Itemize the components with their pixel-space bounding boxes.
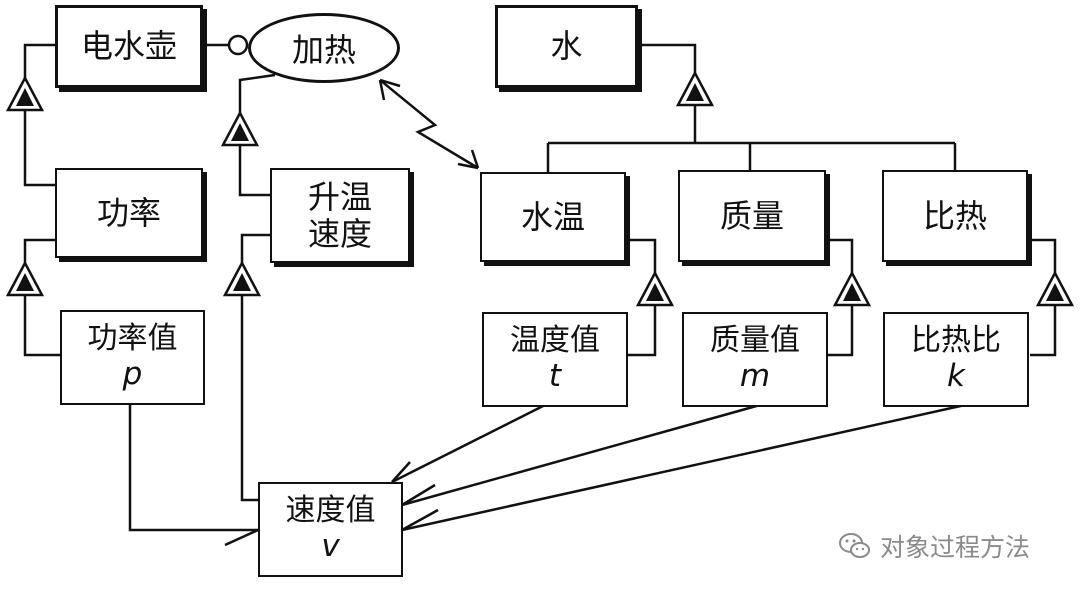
heat-to-speed-arrow: [401, 508, 439, 532]
instrument-circle: [227, 34, 249, 56]
temp-value-link: [628, 238, 657, 275]
kettle-power-link: [23, 43, 55, 80]
mass-value: 质量值 m: [682, 312, 828, 407]
temp-value-symbol: t: [548, 357, 562, 394]
speed-value-label: 速度值: [285, 493, 376, 529]
specific-heat-label: 比热: [922, 196, 987, 235]
mass-to-speed-line: [401, 403, 761, 507]
heating-process: 加热: [248, 13, 400, 83]
watermark-text: 对象过程方法: [880, 533, 1031, 562]
specific-heat-ratio-value: 比热比 k: [883, 312, 1029, 407]
water-label: 水: [550, 27, 583, 66]
power-value-link: [23, 238, 55, 265]
mass-to-speed-arrow: [401, 483, 436, 507]
power-label: 功率: [96, 193, 161, 232]
heating-effect-link: [379, 79, 479, 170]
specific-heat-attribute: 比热: [882, 170, 1028, 262]
heating-label: 加热: [291, 31, 356, 69]
wechat-icon: [839, 533, 870, 558]
exhibition-inner-triangle: [233, 273, 251, 291]
specific-heat-ratio-symbol: k: [947, 357, 965, 394]
heat-rate-label-line2: 速度: [307, 214, 372, 253]
water-temp-attribute: 水温: [480, 172, 626, 262]
specific-heat-ratio-label: 比热比: [911, 323, 1001, 359]
temp-to-speed-arrow: [391, 461, 411, 483]
mass-value-symbol: m: [739, 357, 771, 394]
effect-arrowhead-bottom: [470, 149, 480, 169]
temp-value: 温度值 t: [482, 312, 628, 407]
heat-rate-attribute: 升温 速度: [270, 168, 410, 263]
speed-value: 速度值 v: [258, 482, 403, 577]
power-value-symbol: p: [122, 355, 143, 392]
kettle-label: 电水壶: [80, 27, 177, 66]
rate-value-link: [240, 233, 270, 265]
exhibition-inner-triangle: [16, 273, 34, 291]
effect-arrowhead-top: [378, 79, 386, 101]
mass-value-link: [828, 238, 854, 275]
kettle-power-link-lower: [23, 110, 55, 187]
power-value-link-lower: [23, 295, 60, 357]
exhibition-inner-triangle: [1046, 283, 1064, 301]
speed-value-symbol: v: [321, 527, 340, 564]
mass-label: 质量: [719, 196, 784, 235]
power-value-label: 功率值: [87, 321, 178, 357]
mass-attribute: 质量: [678, 170, 826, 262]
effect-arrowhead-bottom-b: [457, 162, 479, 170]
water-temp-label: 水温: [520, 197, 585, 236]
heat-rate-label-line1: 升温: [307, 177, 372, 216]
temp-value-label: 温度值: [510, 323, 600, 359]
temp-to-speed-line: [391, 403, 546, 484]
water-attr-link: [640, 43, 697, 75]
exhibition-inner-triangle: [16, 88, 34, 106]
power-attribute: 功率: [55, 168, 203, 258]
heat-ratio-link-lower: [1030, 305, 1057, 357]
power-value: 功率值 p: [60, 310, 205, 405]
effect-arrowhead-top-b: [379, 78, 401, 88]
heat-to-speed-line: [401, 403, 966, 532]
exhibition-inner-triangle: [231, 123, 249, 141]
watermark: 对象过程方法: [838, 528, 1030, 564]
power-to-speed-link: [128, 405, 258, 532]
exhibition-inner-triangle: [646, 283, 664, 301]
temp-value-link-lower: [628, 305, 657, 357]
mass-value-label: 质量值: [710, 323, 800, 359]
exhibition-inner-triangle: [843, 283, 861, 301]
heat-ratio-link: [1030, 238, 1057, 275]
mass-value-link-lower: [828, 305, 854, 357]
power-to-speed-arrow-a: [224, 528, 259, 547]
heating-rate-link-lower: [238, 145, 270, 197]
rate-value-link-lower: [240, 295, 260, 502]
exhibition-inner-triangle: [686, 83, 704, 101]
water-object: 水: [495, 5, 638, 88]
heating-rate-link: [238, 73, 276, 115]
kettle-object: 电水壶: [55, 5, 203, 88]
